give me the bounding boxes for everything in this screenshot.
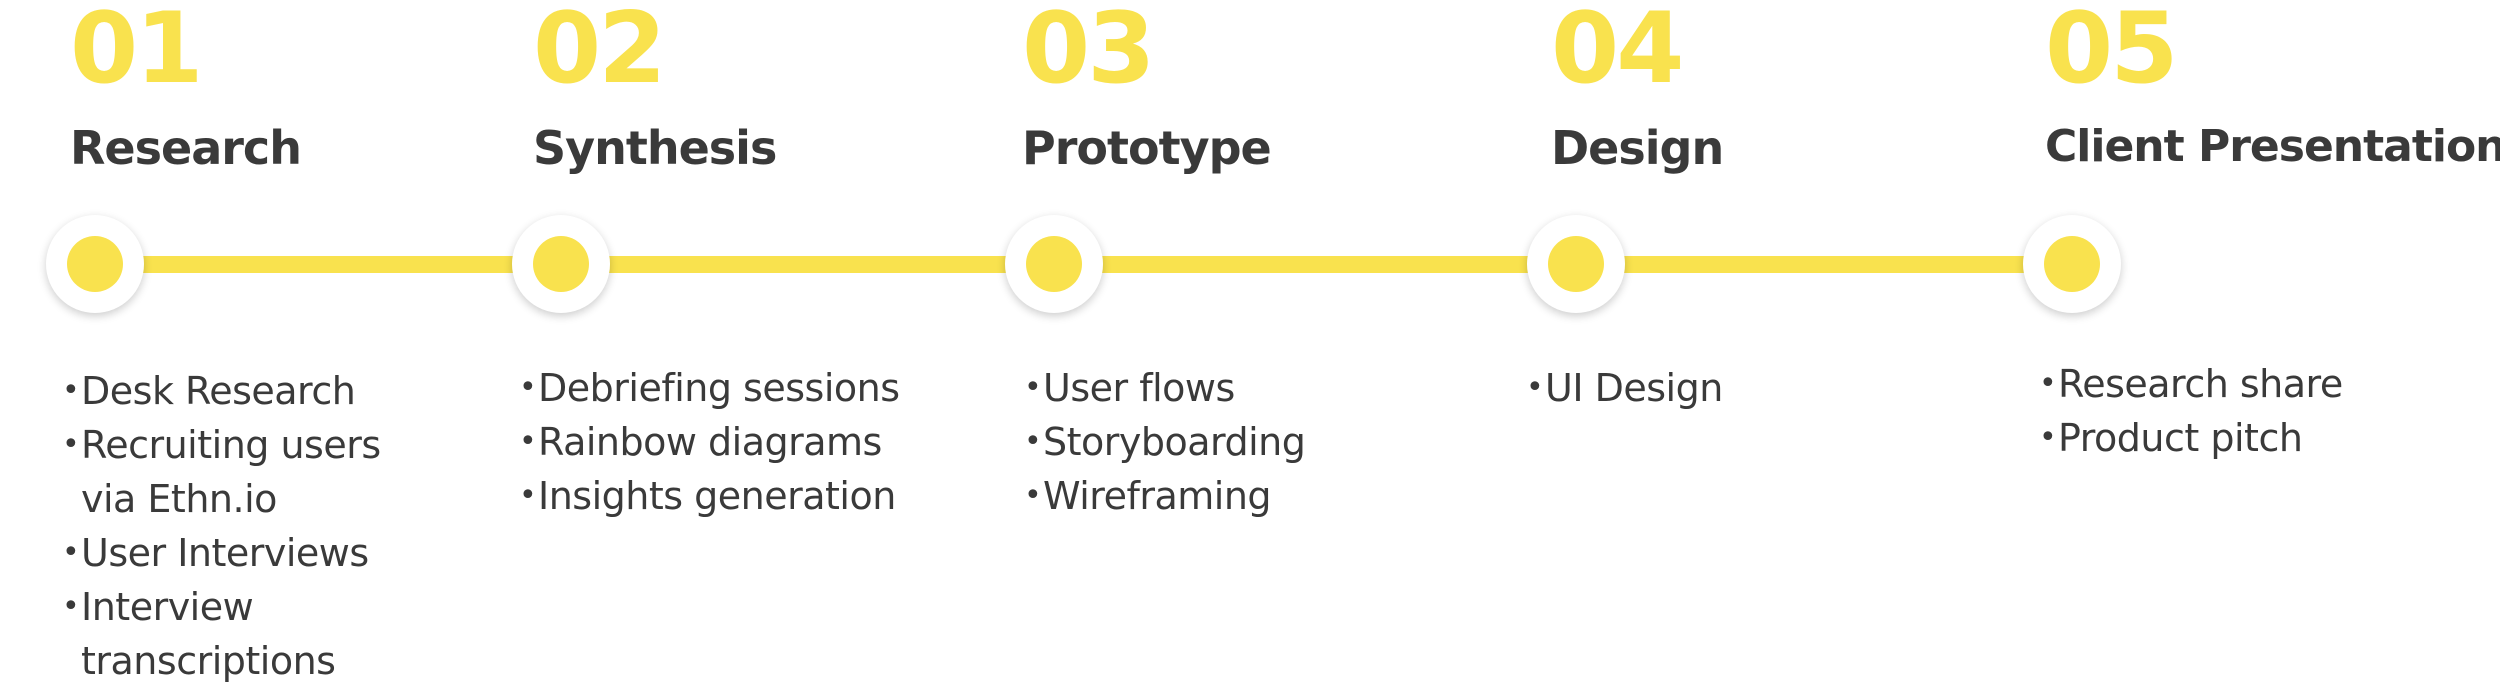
stage-number: 01 xyxy=(70,0,203,106)
list-item: UI Design xyxy=(1526,361,1723,415)
list-item: Research share xyxy=(2039,357,2343,411)
stage-title: Synthesis xyxy=(533,121,777,175)
timeline-node xyxy=(512,215,610,313)
stage-items-client-presentation: Research share Product pitch xyxy=(2039,357,2343,465)
stage-title: Client Presentation xyxy=(2045,121,2500,172)
stage-items-synthesis: Debriefing sessions Rainbow diagrams Ins… xyxy=(519,361,900,523)
node-dot xyxy=(2044,236,2100,292)
stage-title: Design xyxy=(1551,121,1724,175)
list-item: Recruiting users via Ethn.io xyxy=(62,418,411,526)
timeline-node xyxy=(46,215,144,313)
stage-number: 05 xyxy=(2045,0,2178,106)
stage-number: 04 xyxy=(1551,0,1684,106)
node-dot xyxy=(533,236,589,292)
timeline-node xyxy=(1005,215,1103,313)
list-item: Debriefing sessions xyxy=(519,361,900,415)
stage-number: 03 xyxy=(1022,0,1155,106)
timeline-node xyxy=(2023,215,2121,313)
stage-items-research: Desk Research Recruiting users via Ethn.… xyxy=(62,364,411,688)
timeline-node xyxy=(1527,215,1625,313)
stage-title: Research xyxy=(70,121,302,175)
stage-items-design: UI Design xyxy=(1526,361,1723,415)
list-item: Wireframing xyxy=(1024,469,1305,523)
list-item: User Interviews xyxy=(62,526,411,580)
list-item: Product pitch xyxy=(2039,411,2343,465)
list-item: Insights generation xyxy=(519,469,900,523)
stage-items-prototype: User flows Storyboarding Wireframing xyxy=(1024,361,1306,523)
list-item: Interview transcriptions xyxy=(62,580,336,688)
stage-number: 02 xyxy=(533,0,666,106)
node-dot xyxy=(1548,236,1604,292)
stage-title: Prototype xyxy=(1022,121,1272,175)
list-item: Storyboarding xyxy=(1024,415,1306,469)
node-dot xyxy=(1026,236,1082,292)
list-item: Rainbow diagrams xyxy=(519,415,900,469)
node-dot xyxy=(67,236,123,292)
list-item: Desk Research xyxy=(62,364,411,418)
list-item: User flows xyxy=(1024,361,1305,415)
